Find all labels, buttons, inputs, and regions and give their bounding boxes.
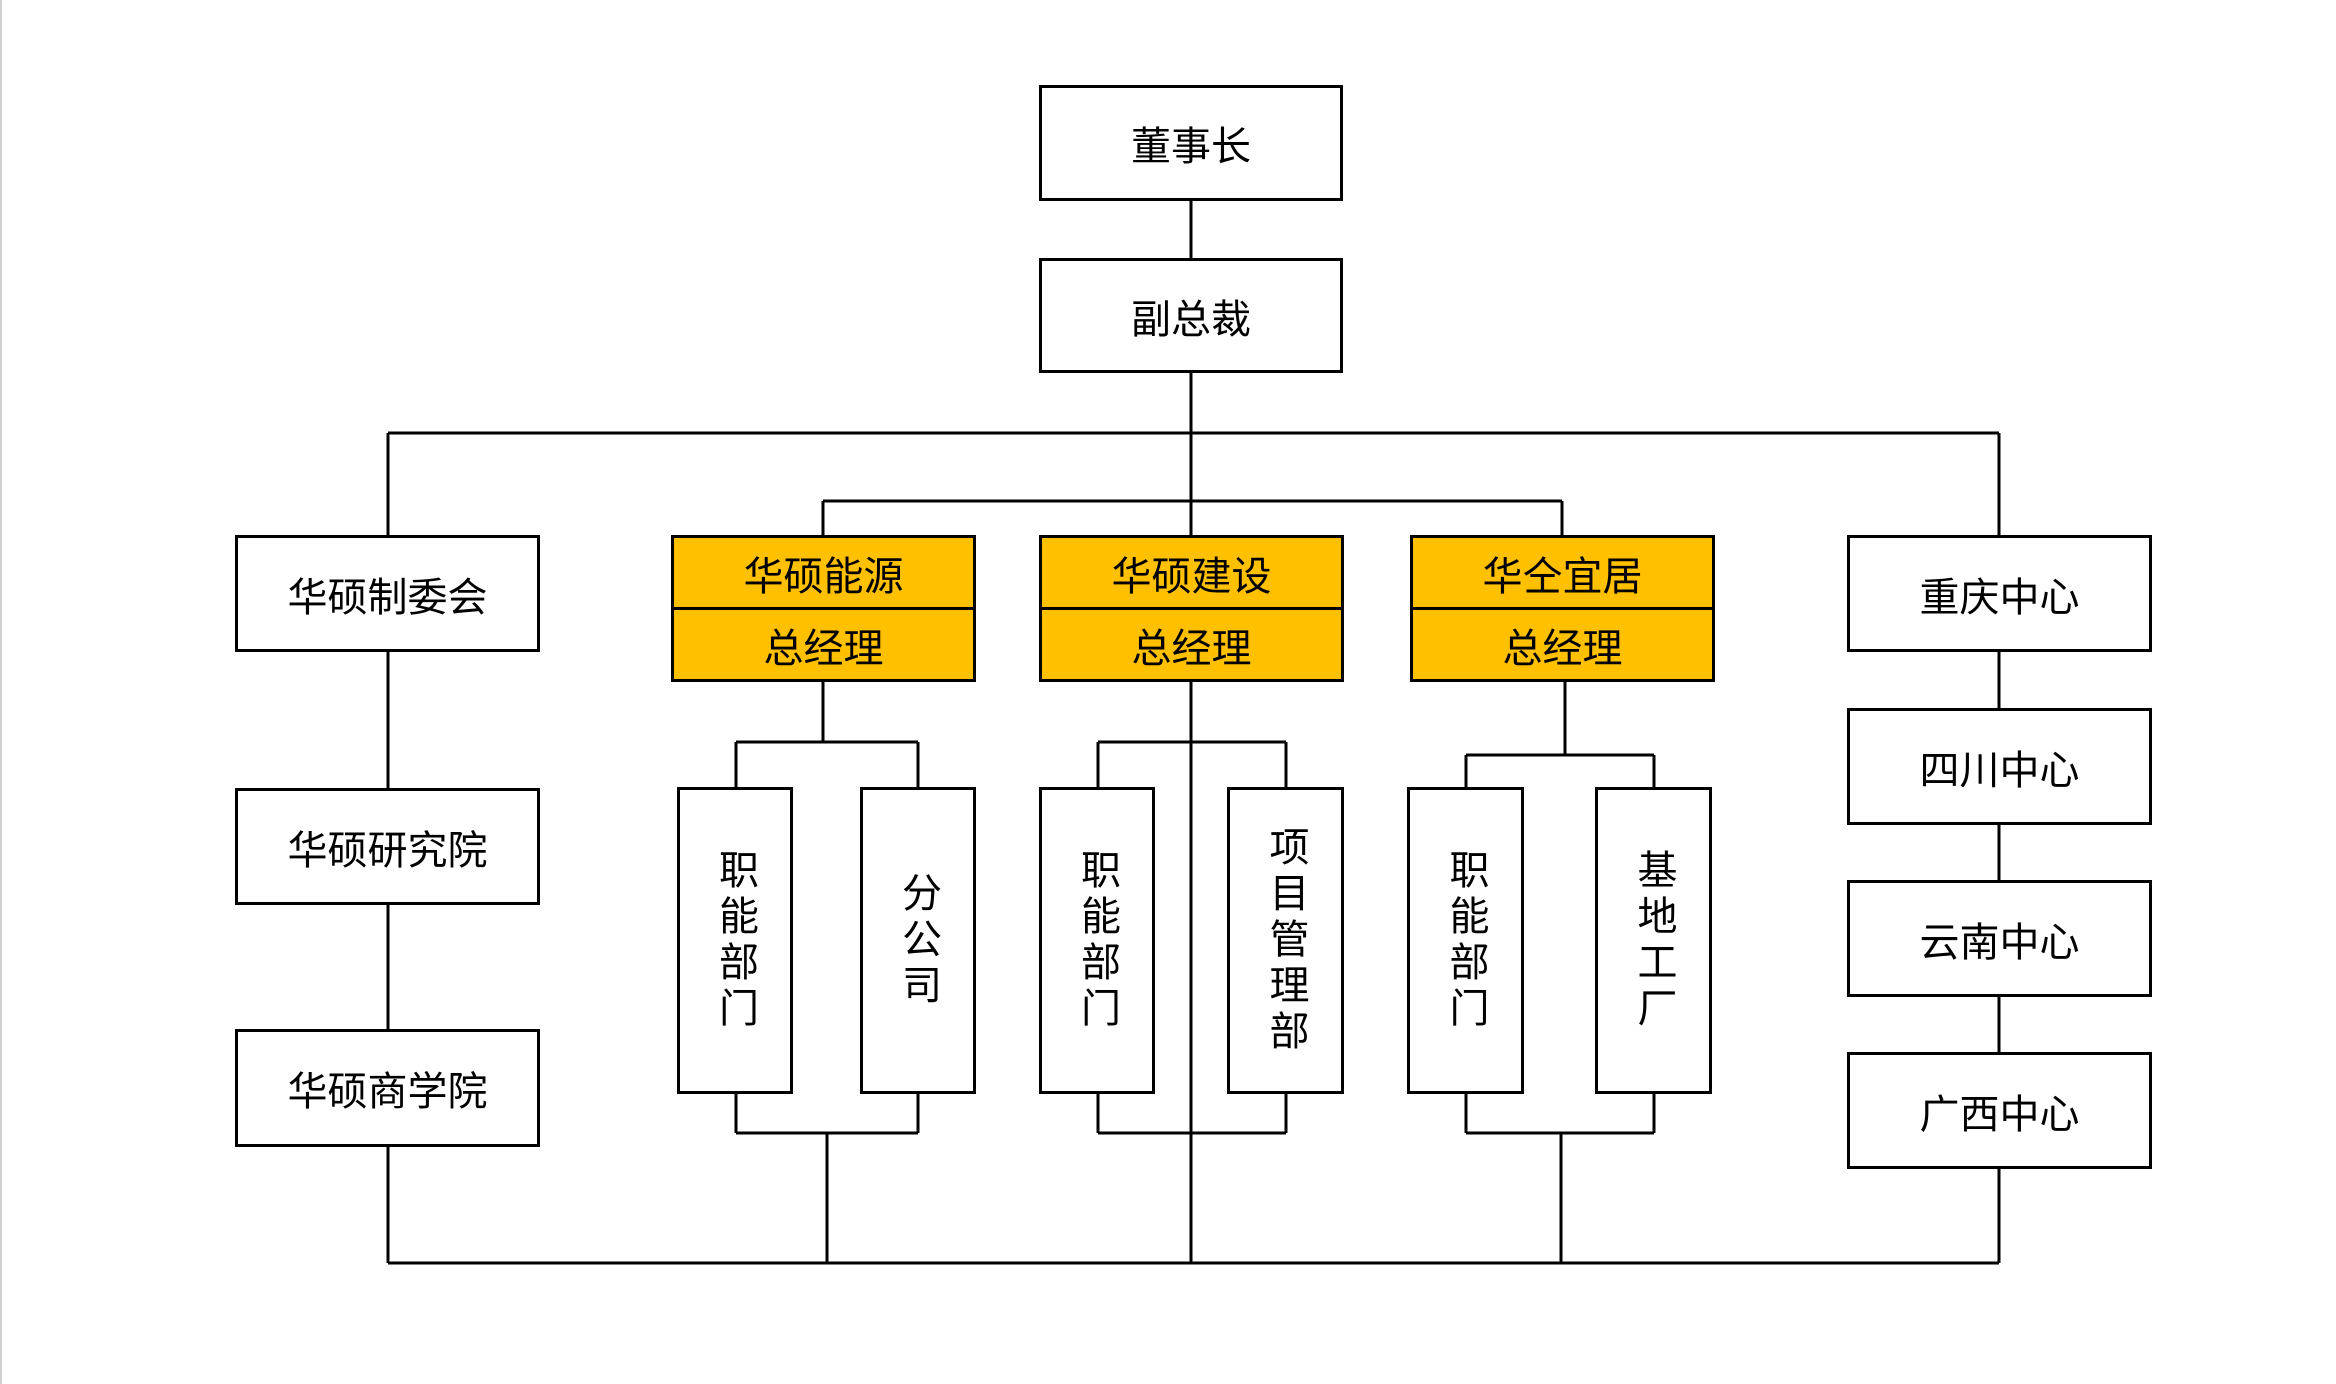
subsidiary-box: 华硕能源 总经理	[671, 535, 976, 682]
vice-president-label: 副总裁	[1131, 296, 1251, 343]
unit-label: 职能部门	[1442, 848, 1489, 1033]
unit-box: 分公司	[860, 787, 976, 1094]
subsidiary-name: 华仝宜居	[1482, 553, 1643, 600]
unit-label: 职能部门	[712, 848, 758, 1033]
left-org-label: 华硕商学院	[287, 1069, 488, 1115]
regional-center-label: 云南中心	[1919, 919, 2080, 966]
left-org-box: 华硕研究院	[235, 788, 540, 905]
unit-label: 分公司	[895, 871, 941, 1010]
left-org-box: 华硕商学院	[235, 1029, 540, 1147]
vice-president-box: 副总裁	[1039, 258, 1343, 373]
regional-center-box: 重庆中心	[1847, 535, 2152, 652]
unit-box: 职能部门	[677, 787, 793, 1094]
subsidiary-name: 华硕建设	[1111, 553, 1272, 600]
unit-box: 职能部门	[1407, 787, 1524, 1094]
left-org-box: 华硕制委会	[235, 535, 540, 652]
subsidiary-name: 华硕能源	[743, 553, 904, 600]
chairman-box: 董事长	[1039, 85, 1343, 201]
unit-box: 基地工厂	[1595, 787, 1712, 1094]
chairman-label: 董事长	[1131, 124, 1251, 170]
unit-box: 职能部门	[1039, 787, 1155, 1094]
subsidiary-box: 华硕建设 总经理	[1039, 535, 1344, 682]
regional-center-label: 四川中心	[1919, 747, 2080, 794]
unit-label: 职能部门	[1074, 848, 1120, 1033]
unit-label: 项目管理部	[1262, 825, 1309, 1056]
subsidiary-role: 总经理	[674, 607, 973, 679]
subsidiary-role: 总经理	[1413, 607, 1712, 679]
left-org-label: 华硕制委会	[287, 574, 488, 621]
regional-center-box: 云南中心	[1847, 880, 2152, 997]
left-org-label: 华硕研究院	[287, 827, 488, 874]
regional-center-box: 四川中心	[1847, 708, 2152, 825]
unit-box: 项目管理部	[1227, 787, 1344, 1094]
regional-center-label: 广西中心	[1919, 1091, 2080, 1138]
subsidiary-box: 华仝宜居 总经理	[1410, 535, 1715, 682]
regional-center-label: 重庆中心	[1919, 574, 2080, 621]
regional-center-box: 广西中心	[1847, 1052, 2152, 1169]
subsidiary-role: 总经理	[1042, 607, 1341, 679]
unit-label: 基地工厂	[1630, 848, 1677, 1033]
